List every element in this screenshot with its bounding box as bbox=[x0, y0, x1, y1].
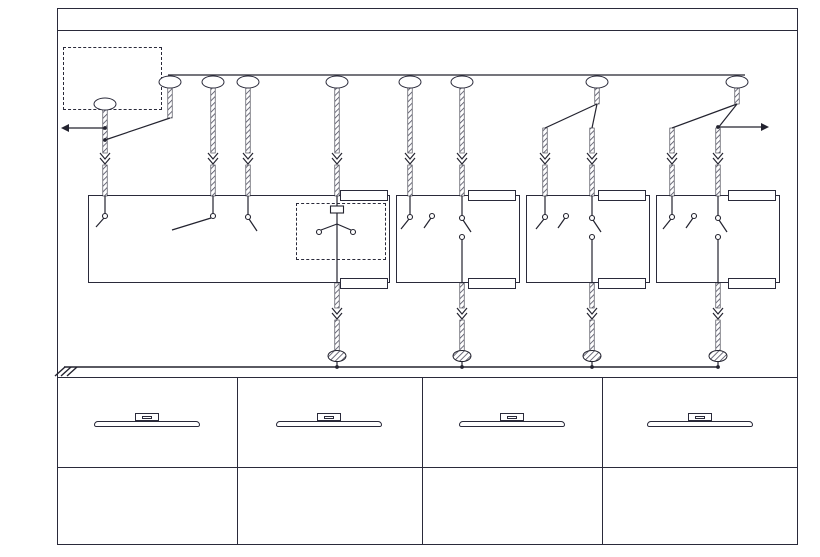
table-col-divider-1 bbox=[237, 377, 239, 544]
connector-pinout-102 bbox=[276, 413, 382, 427]
connector-129 bbox=[201, 75, 225, 89]
ground-bus bbox=[54, 366, 718, 377]
wire-thin-lines bbox=[67, 103, 761, 368]
connector-body bbox=[276, 421, 382, 427]
connector-body bbox=[647, 421, 753, 427]
header-divider bbox=[57, 30, 798, 32]
page-border bbox=[57, 8, 798, 545]
connector-body bbox=[94, 421, 200, 427]
connector-130 bbox=[236, 75, 260, 89]
connector-132 bbox=[398, 75, 422, 89]
connector-tab bbox=[317, 413, 341, 421]
table-col-divider-2 bbox=[422, 377, 424, 544]
tag-0914-104-bottom bbox=[728, 277, 776, 289]
connector-128 bbox=[158, 75, 182, 89]
connector-tab bbox=[135, 413, 159, 421]
ground-splices bbox=[327, 350, 728, 362]
tag-0914-102-top bbox=[468, 189, 516, 201]
connector-pinout-104 bbox=[647, 413, 753, 427]
connector-134 bbox=[585, 75, 609, 89]
actuator-box-rear-lh bbox=[526, 195, 650, 283]
connector-tab bbox=[500, 413, 524, 421]
connector-131 bbox=[325, 75, 349, 89]
table-top-line bbox=[57, 377, 798, 379]
double-lock-subbox bbox=[296, 203, 386, 260]
connector-body bbox=[459, 421, 565, 427]
switch-terminals bbox=[101, 212, 722, 241]
junction-dots bbox=[103, 125, 720, 369]
connector-168 bbox=[93, 97, 117, 111]
table-col-divider-3 bbox=[602, 377, 604, 544]
tag-0914-103-bottom bbox=[598, 277, 646, 289]
connector-tab bbox=[688, 413, 712, 421]
tag-0914-101-bottom bbox=[340, 277, 388, 289]
page-ref-arrows bbox=[61, 123, 769, 132]
connector-133 bbox=[450, 75, 474, 89]
tag-0914-104-top bbox=[728, 189, 776, 201]
arrow-left-icon bbox=[61, 124, 69, 132]
table-row-divider bbox=[57, 467, 798, 469]
wire-bands bbox=[102, 87, 740, 352]
arrow-right-icon bbox=[761, 123, 769, 131]
tag-0914-102-bottom bbox=[468, 277, 516, 289]
tag-0914-103-top bbox=[598, 189, 646, 201]
actuator-box-front-rh bbox=[396, 195, 520, 283]
connector-135 bbox=[725, 75, 749, 89]
connector-pinout-101 bbox=[94, 413, 200, 427]
connector-pinout-103 bbox=[459, 413, 565, 427]
tag-0914-101-top bbox=[340, 189, 388, 201]
actuator-box-front-lh bbox=[88, 195, 390, 283]
